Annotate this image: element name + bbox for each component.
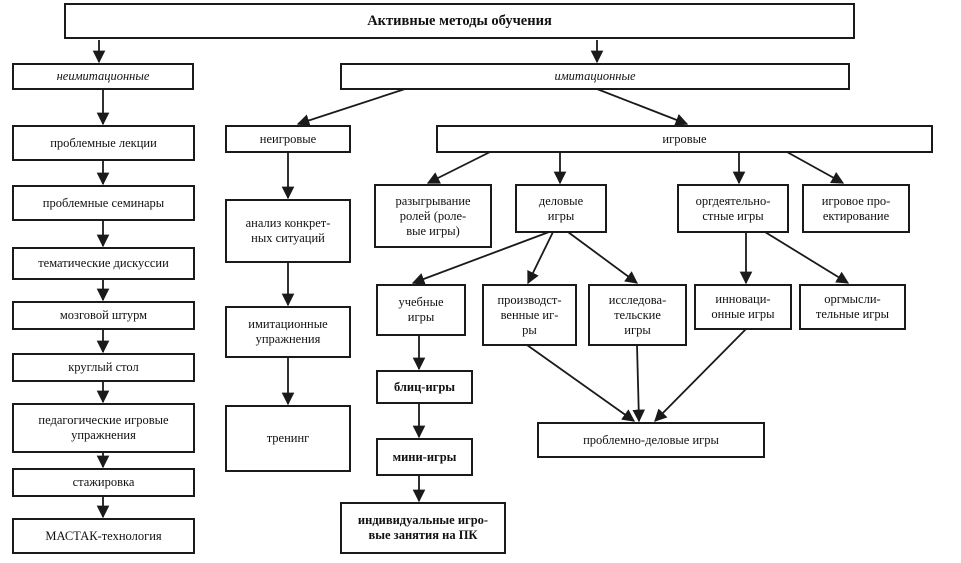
arrow-business-training [411,231,550,285]
diagram-title: Активные методы обучения [64,3,855,39]
node-role-play: разыгрывание ролей (роле- вые игры) [374,184,492,248]
arrow-org-orgthinking [764,231,850,284]
arrow-business-production [527,231,554,285]
node-problem-seminars: проблемные семинары [12,185,195,221]
arrow-production-problem [526,344,636,422]
node-game-design: игровое про- ектирование [802,184,910,233]
node-non-imitation: неимитационные [12,63,194,90]
node-blitz-games: блиц-игры [376,370,473,404]
node-mastak: МАСТАК-технология [12,518,195,554]
node-org-thinking-games: оргмысли- тельные игры [799,284,906,330]
node-training: тренинг [225,405,351,472]
arrow-game-design [786,151,845,184]
node-non-game: неигровые [225,125,351,153]
node-problem-lectures: проблемные лекции [12,125,195,161]
node-pedagogical-exercises: педагогические игровые упражнения [12,403,195,453]
node-internship: стажировка [12,468,195,497]
arrow-imitation-non-game [296,88,406,127]
node-training-games: учебные игры [376,284,466,336]
node-imitation: имитационные [340,63,850,90]
node-problem-business-games: проблемно-деловые игры [537,422,765,458]
node-round-table: круглый стол [12,353,195,382]
node-thematic-discussions: тематические дискуссии [12,247,195,280]
arrow-research-problem [632,344,645,423]
arrow-imitation-game [596,88,689,126]
node-game: игровые [436,125,933,153]
node-mini-games: мини-игры [376,438,473,476]
node-business-games: деловые игры [515,184,607,233]
arrow-innovation-problem [654,328,747,422]
node-individual-pc-games: индивидуальные игро- вые занятия на ПК [340,502,506,554]
arrow-game-role [426,151,491,184]
node-brainstorm: мозговой штурм [12,301,195,330]
node-case-analysis: анализ конкрет- ных ситуаций [225,199,351,263]
node-production-games: производст- венные иг- ры [482,284,577,346]
arrow-business-research [567,231,639,284]
node-research-games: исследова- тельские игры [588,284,687,346]
node-org-activity-games: оргдеятельно- стные игры [677,184,789,233]
node-imitation-exercises: имитационные упражнения [225,306,351,358]
node-innovation-games: инноваци- онные игры [694,284,792,330]
